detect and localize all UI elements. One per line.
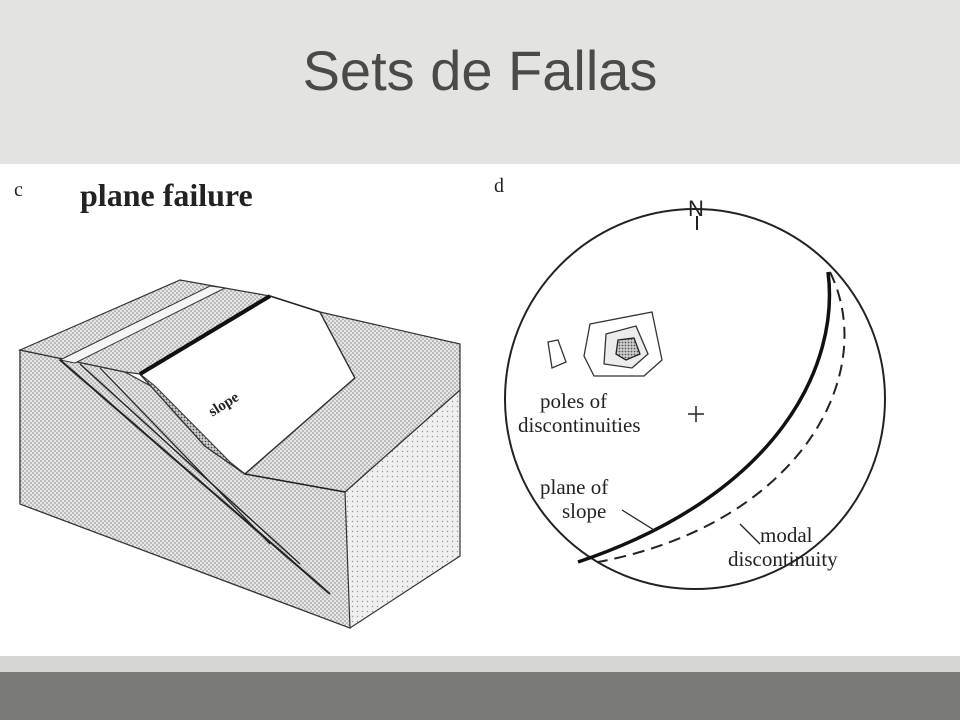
modal-leader-line [739,523,761,545]
poles-label-line2: discontinuities [518,413,641,437]
stereonet: N [504,196,886,590]
slide-footer [0,672,960,720]
joint-line-1 [59,359,331,595]
plane-failure-block [18,279,461,629]
diagram-area: c plane failure slope d N poles of [0,164,960,656]
north-label: N [688,196,704,221]
modal-label-line1: modal [760,523,813,547]
modal-label-line2: discontinuity [728,547,838,571]
diagram-svg: c plane failure slope d N poles of [14,175,886,629]
plane-of-slope-arc [577,271,832,564]
plane-leader-line [621,509,655,531]
pole-contour-inner [615,337,641,361]
block-edge [244,473,346,493]
figure-d-letter: d [494,175,504,197]
top-strip [58,285,227,364]
pole-contour-outer [583,311,663,377]
slide-header: Sets de Fallas [0,0,960,164]
figure-c-letter: c [14,179,23,201]
slide-title: Sets de Fallas [302,39,658,102]
stereonet-circle [504,208,886,590]
failure-plane-line [138,294,272,376]
footer-stripe [0,656,960,672]
plane-label-line1: plane of [540,475,608,499]
poles-label-line1: poles of [540,389,607,413]
joint-line-3 [99,367,271,545]
pole-contour-small [547,339,567,369]
joint-line-2 [79,363,301,565]
plane-label-line2: slope [562,499,606,523]
modal-discontinuity-arc [597,271,846,563]
figure-c-heading: plane failure [80,177,253,213]
slope-underside [139,373,246,475]
